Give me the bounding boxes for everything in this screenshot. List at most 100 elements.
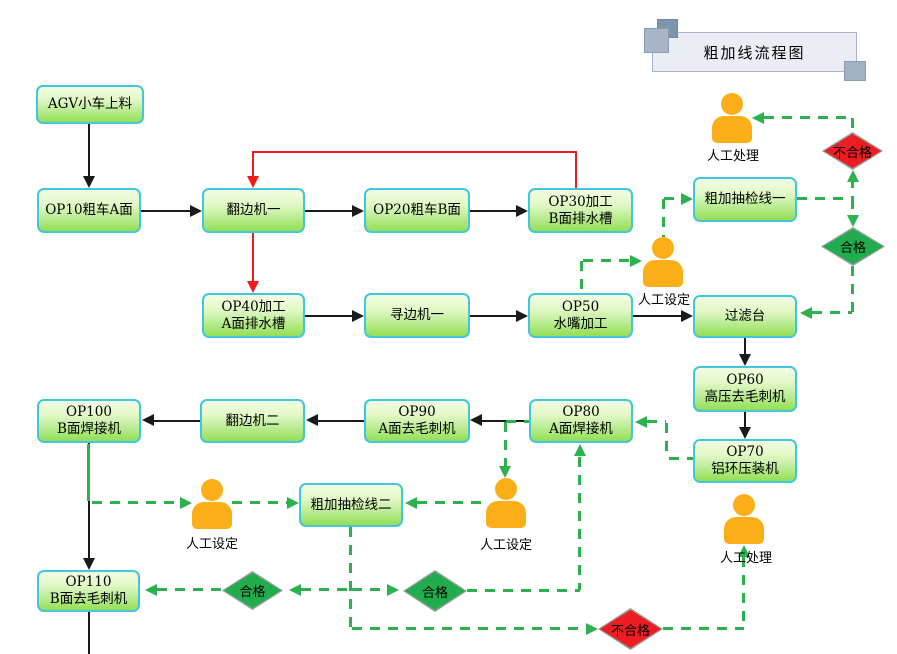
- node-fanbianji2: 翻边机二: [200, 399, 305, 443]
- arrowhead-junction-failtop: [847, 170, 859, 182]
- edge-op30-fanbianji1-right: [575, 152, 577, 188]
- arrowhead-junction-passleft: [289, 584, 301, 596]
- edge-op10-fanbianji1: [141, 210, 190, 212]
- edge-op80-op90: [482, 420, 529, 422]
- person-label-manual-handle-top: 人工处理: [706, 149, 759, 164]
- arrowhead-passleft-op110: [145, 584, 157, 596]
- arrowhead-op20-op30: [516, 205, 528, 217]
- person-icon-manual-handle-bottom: [724, 494, 764, 544]
- edge-op90-fanbianji2: [318, 420, 364, 422]
- banner-corner-square-light: [644, 28, 669, 53]
- node-fanbianji1: 翻边机一: [202, 188, 305, 233]
- edge-junction-passright: [352, 588, 387, 591]
- node-op30: OP30加工 B面排水槽: [528, 188, 633, 233]
- person-label-manual-set-right: 人工设定: [479, 538, 532, 553]
- edge-op80-manualset-v: [504, 422, 507, 467]
- edge-op110-exit: [88, 612, 90, 654]
- arrowhead-passtop-guolvtai: [800, 307, 812, 319]
- edge-failtop-manualhandle-v: [851, 118, 854, 133]
- edge-op60-op70: [744, 412, 746, 428]
- node-agv: AGV小车上料: [36, 85, 144, 124]
- edge-choujian1-junction: [797, 197, 853, 200]
- edge-fanbianji1-op20: [305, 210, 352, 212]
- node-choujian2: 粗加抽检线二: [299, 483, 403, 527]
- arrowhead-op60-op70: [739, 427, 751, 439]
- node-op50: OP50 水嘴加工: [528, 293, 633, 338]
- arrowhead-failtop-manualhandle: [752, 112, 764, 124]
- arrowhead-op100-manualsetleft: [180, 497, 192, 509]
- edge-failtop-manualhandle-h: [764, 116, 852, 119]
- edge-op50-manualset-v: [580, 261, 583, 293]
- edge-manualsetright-choujian2: [417, 501, 485, 504]
- arrowhead-op50-guolvtai: [681, 310, 693, 322]
- edge-fanbianji2-op100: [154, 420, 200, 422]
- node-op100: OP100 B面焊接机: [37, 399, 141, 443]
- arrowhead-xunbianji1-op50: [516, 310, 528, 322]
- arrowhead-op40-xunbianji1: [352, 310, 364, 322]
- edge-op30-fanbianji1-left: [252, 152, 254, 177]
- arrowhead-op90-fanbianji2: [306, 414, 318, 426]
- edge-passright-op80-v: [578, 457, 581, 590]
- arrowhead-fanbianji2-op100: [142, 414, 154, 426]
- edge-op30-fanbianji1-top: [252, 151, 577, 153]
- edge-passleft-op110: [157, 588, 222, 591]
- edge-junction-passtop: [851, 199, 854, 216]
- edge-xunbianji1-op50: [470, 315, 516, 317]
- node-op80: OP80 A面焊接机: [529, 399, 633, 443]
- arrowhead-agv-op10: [83, 176, 95, 188]
- arrowhead-op50-manualset: [630, 255, 642, 267]
- edge-junction-passleft: [301, 588, 350, 591]
- person-label-manual-set-left: 人工设定: [185, 537, 238, 552]
- decision-fail-bottom: 不合格: [598, 608, 663, 650]
- edge-passright-op80-h: [467, 589, 580, 592]
- arrowhead-op10-fanbianji1: [190, 205, 202, 217]
- node-op40: OP40加工 A面排水槽: [202, 293, 305, 338]
- decision-pass-left: 合格: [222, 571, 283, 610]
- person-icon-manual-set-left: [192, 479, 232, 529]
- banner-title: 粗加线流程图: [652, 32, 857, 72]
- edge-failbottom-manualhandle-h: [663, 627, 744, 630]
- arrowhead-op80-op90: [470, 414, 482, 426]
- arrowhead-passright-op80: [574, 444, 586, 456]
- edge-choujian2-junction: [349, 527, 352, 629]
- decision-pass-top: 合格: [821, 227, 885, 266]
- edge-passtop-guolvtai-v: [851, 266, 854, 312]
- node-op20: OP20粗车B面: [364, 188, 470, 233]
- edge-op50-guolvtai: [633, 315, 681, 317]
- edge-op100-branch-overlay: [87, 444, 90, 501]
- node-op10: OP10粗车A面: [37, 188, 141, 233]
- person-icon-manual-handle-top: [712, 93, 752, 143]
- arrowhead-fanbianji1-op40: [247, 281, 259, 293]
- person-label-manual-handle-bottom: 人工处理: [719, 551, 772, 566]
- edge-op20-op30: [470, 210, 516, 212]
- node-op110: OP110 B面去毛刺机: [37, 570, 140, 612]
- arrowhead-junction-passright: [387, 584, 399, 596]
- person-label-manual-set-top: 人工设定: [637, 293, 690, 308]
- edge-op70-op80-v: [665, 423, 668, 458]
- edge-manualset-choujian1-v: [662, 199, 665, 237]
- edge-op50-manualset-h: [583, 259, 631, 262]
- decision-pass-right: 合格: [403, 570, 467, 612]
- decision-fail-top: 不合格: [822, 132, 883, 170]
- edge-manualsetleft-choujian2: [232, 501, 287, 504]
- edge-agv-op10: [88, 124, 90, 177]
- arrowhead-op80-manualset: [499, 466, 511, 478]
- edge-fanbianji1-op40: [252, 233, 254, 282]
- arrowhead-op100-op110: [83, 558, 95, 570]
- person-icon-manual-set-right: [486, 478, 526, 528]
- node-choujian1: 粗加抽检线一: [693, 177, 797, 222]
- arrowhead-manualsetleft-choujian2: [287, 497, 299, 509]
- edge-guolvtai-op60: [744, 338, 746, 355]
- node-op70: OP70 铝环压装机: [693, 439, 797, 483]
- arrowhead-junction-passtop: [847, 215, 859, 227]
- edge-op70-op80-h1: [669, 457, 693, 460]
- node-op90: OP90 A面去毛刺机: [364, 399, 470, 443]
- arrowhead-junction-failbottom: [586, 623, 598, 635]
- person-icon-manual-set-top: [643, 237, 683, 287]
- edge-manualset-choujian1-h: [664, 197, 682, 200]
- arrowhead-op70-op80: [635, 416, 647, 428]
- arrowhead-guolvtai-op60: [739, 354, 751, 366]
- banner-corner-square-bottom-right: [844, 61, 866, 81]
- arrowhead-op30-fanbianji1: [247, 176, 259, 188]
